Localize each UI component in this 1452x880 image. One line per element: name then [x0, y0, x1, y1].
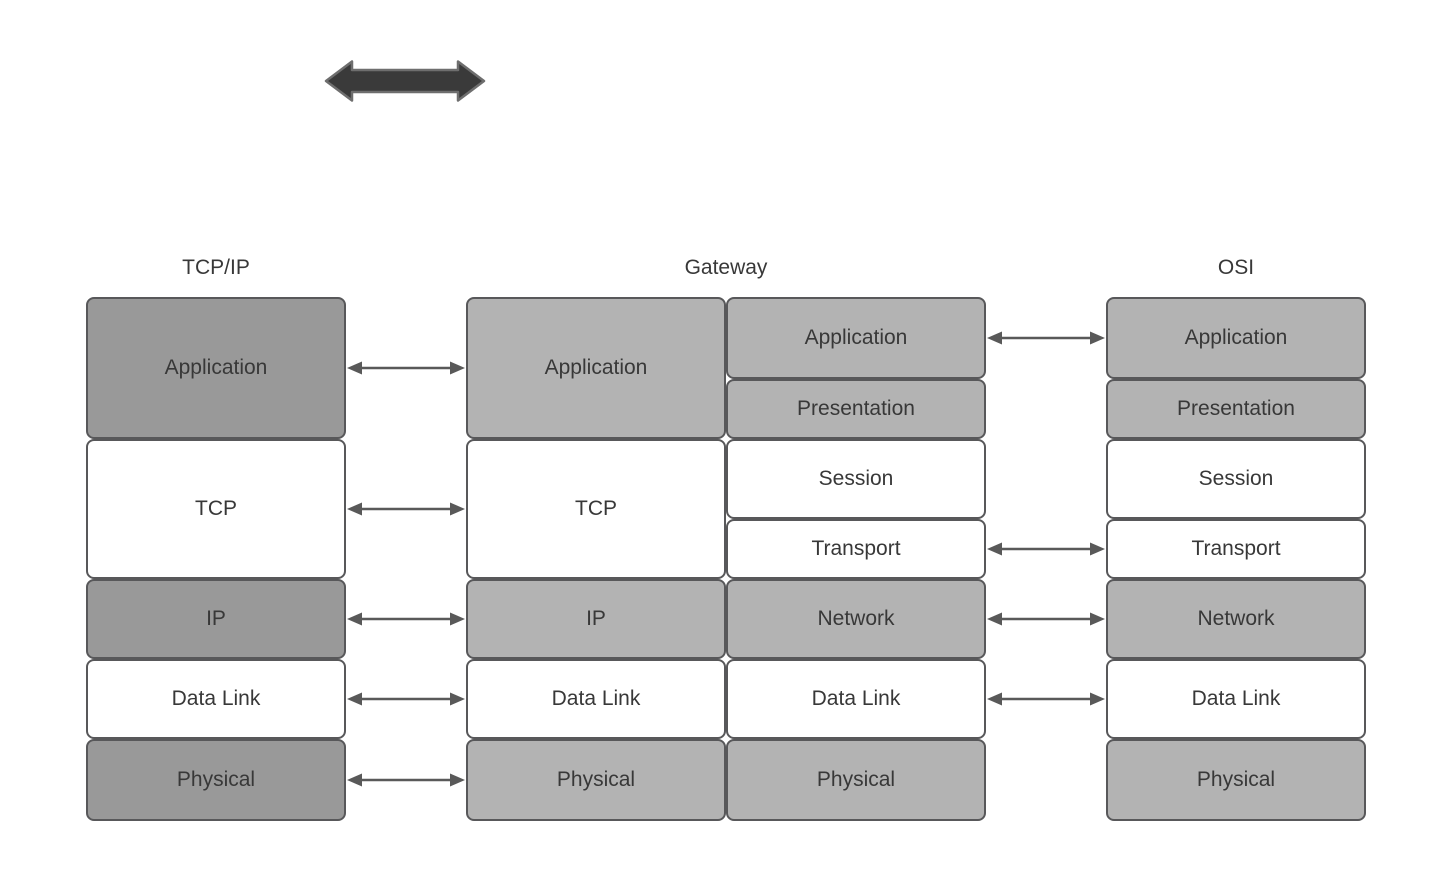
layer-box-gateway-left-stack-ip: IP: [466, 579, 726, 659]
layer-label: Data Link: [1191, 687, 1281, 710]
layer-box-gateway-right-stack-session: Session: [726, 439, 986, 519]
layer-label: Network: [1197, 607, 1275, 630]
layer-label: Transport: [811, 537, 901, 560]
layer-label: Application: [164, 356, 268, 379]
layer-label: TCP: [575, 497, 617, 520]
layer-box-gateway-right-stack-network: Network: [726, 579, 986, 659]
layer-box-gateway-left-stack-data-link: Data Link: [466, 659, 726, 739]
connector-arrow-tcpip-gateway-tcp: [347, 502, 465, 516]
layer-label: Application: [1184, 326, 1288, 349]
connector-arrow-tcpip-gateway-application: [347, 361, 465, 375]
layer-box-gateway-right-stack-data-link: Data Link: [726, 659, 986, 739]
connector-arrow-gateway-osi-transport: [987, 542, 1105, 556]
layer-box-tcpip-stack-physical: Physical: [86, 739, 346, 821]
layer-box-gateway-right-stack-transport: Transport: [726, 519, 986, 579]
layer-box-osi-stack-data-link: Data Link: [1106, 659, 1366, 739]
layer-label: Session: [818, 467, 894, 490]
connector-arrow-tcpip-gateway-physical: [347, 773, 465, 787]
layer-box-osi-stack-network: Network: [1106, 579, 1366, 659]
layer-label: Data Link: [171, 687, 261, 710]
layer-box-osi-stack-application: Application: [1106, 297, 1366, 379]
connector-arrow-tcpip-gateway-data-link: [347, 692, 465, 706]
layer-box-osi-stack-presentation: Presentation: [1106, 379, 1366, 439]
layer-box-tcpip-stack-tcp: TCP: [86, 439, 346, 579]
layer-label: IP: [586, 607, 606, 630]
layer-label: Session: [1198, 467, 1274, 490]
layer-label: Data Link: [811, 687, 901, 710]
column-title-osi: OSI: [1217, 256, 1255, 279]
layer-label: Physical: [1196, 768, 1276, 791]
layer-label: Network: [817, 607, 895, 630]
layer-label: Physical: [816, 768, 896, 791]
layer-label: IP: [206, 607, 226, 630]
layer-box-gateway-right-stack-physical: Physical: [726, 739, 986, 821]
layer-label: TCP: [195, 497, 237, 520]
layer-box-gateway-right-stack-application: Application: [726, 297, 986, 379]
layer-box-tcpip-stack-ip: IP: [86, 579, 346, 659]
column-title-gateway: Gateway: [684, 256, 768, 279]
layer-box-gateway-left-stack-physical: Physical: [466, 739, 726, 821]
double-arrow-icon: [324, 60, 486, 102]
layer-label: Physical: [556, 768, 636, 791]
layer-box-osi-stack-physical: Physical: [1106, 739, 1366, 821]
layer-label: Application: [804, 326, 908, 349]
connector-arrow-gateway-osi-data-link: [987, 692, 1105, 706]
layer-label: Physical: [176, 768, 256, 791]
layer-box-gateway-left-stack-tcp: TCP: [466, 439, 726, 579]
layer-label: Data Link: [551, 687, 641, 710]
column-title-tcpip: TCP/IP: [182, 256, 250, 279]
connector-arrow-gateway-osi-application: [987, 331, 1105, 345]
layer-label: Application: [544, 356, 648, 379]
layer-label: Presentation: [1177, 397, 1295, 420]
layer-box-tcpip-stack-data-link: Data Link: [86, 659, 346, 739]
layer-box-tcpip-stack-application: Application: [86, 297, 346, 439]
layer-box-osi-stack-transport: Transport: [1106, 519, 1366, 579]
layer-box-osi-stack-session: Session: [1106, 439, 1366, 519]
layer-box-gateway-left-stack-application: Application: [466, 297, 726, 439]
layer-label: Transport: [1191, 537, 1281, 560]
layer-box-gateway-right-stack-presentation: Presentation: [726, 379, 986, 439]
connector-arrow-tcpip-gateway-ip: [347, 612, 465, 626]
connector-arrow-gateway-osi-network: [987, 612, 1105, 626]
layer-label: Presentation: [797, 397, 915, 420]
